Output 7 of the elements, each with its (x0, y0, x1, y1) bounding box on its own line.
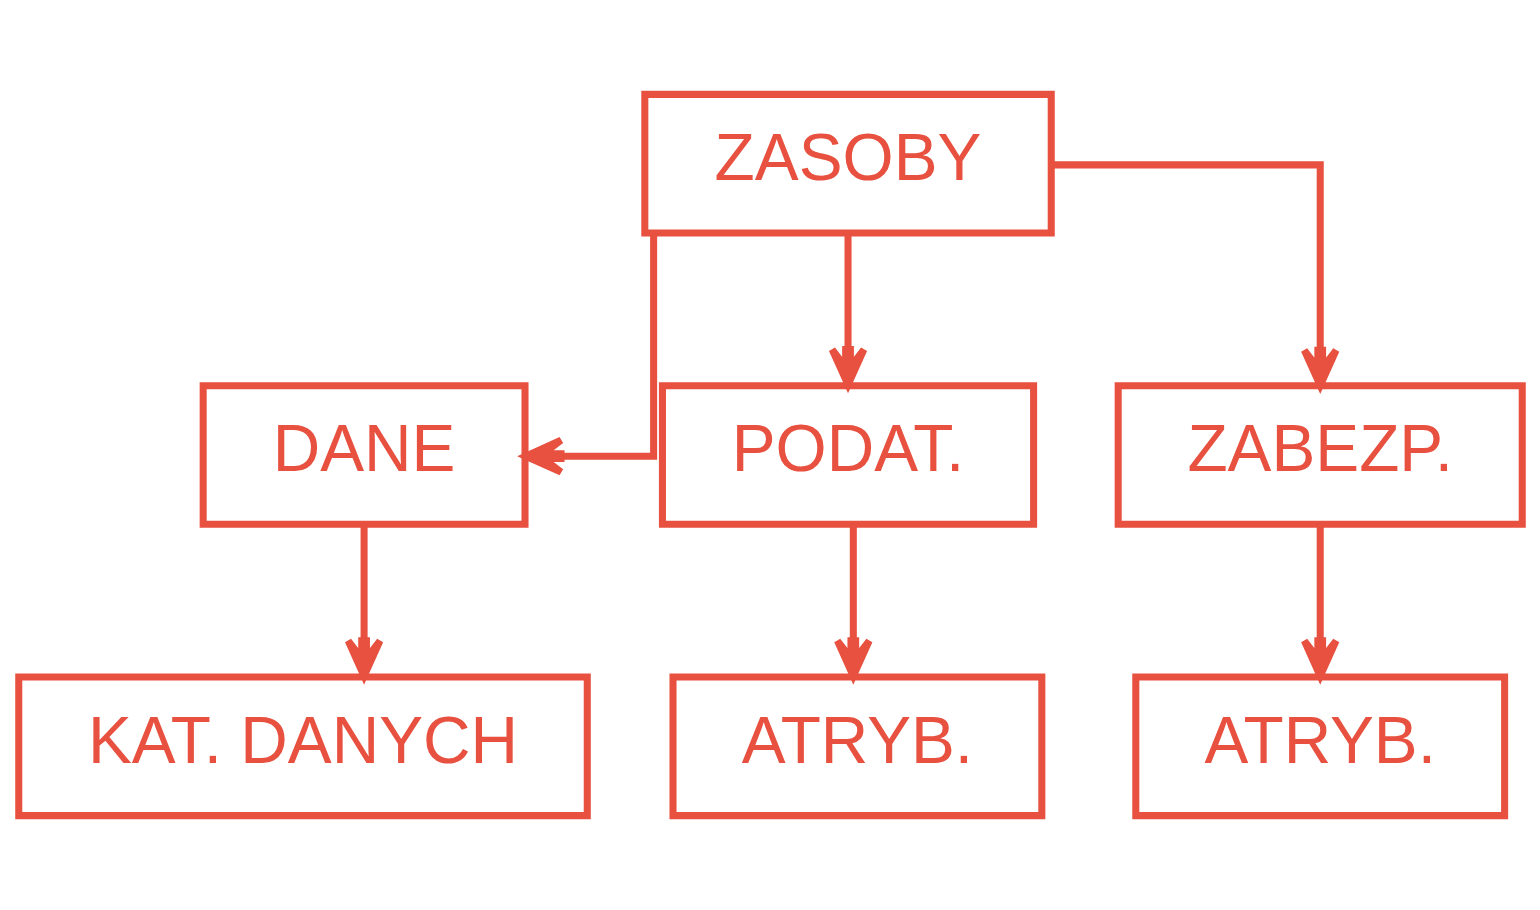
node-box: DANE (199, 382, 529, 528)
node-box: PODAT. (658, 382, 1037, 528)
node-box: KAT. DANYCH (14, 673, 591, 820)
node-box: ATRYB. (669, 673, 1045, 820)
node-box: ZABEZP. (1114, 382, 1526, 528)
node-box: ZASOBY (640, 90, 1055, 237)
node-box: ATRYB. (1131, 673, 1508, 820)
